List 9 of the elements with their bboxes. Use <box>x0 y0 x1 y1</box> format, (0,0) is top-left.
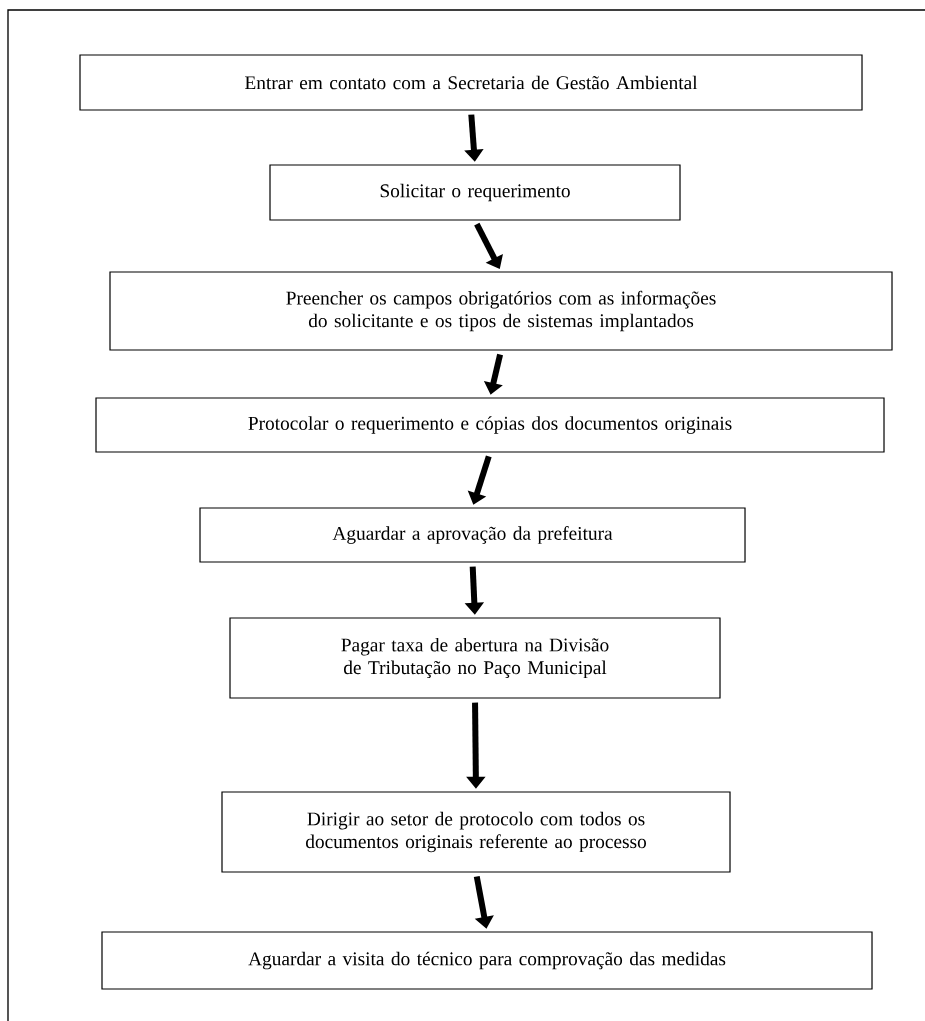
process-box: Preencher os campos obrigatórios com as informações do solicitante e os tipos de sistemas implantados <box>109 271 893 351</box>
arrow <box>474 222 503 269</box>
process-box: Entrar em contato com a Secretaria de Gestão Ambiental <box>79 54 863 111</box>
process-box: Aguardar a aprovação da prefeitura <box>199 507 746 563</box>
process-box: Dirigir ao setor de protocolo com todos os documentos originais referente ao processo <box>221 791 731 873</box>
process-box: Protocolar o requerimento e cópias dos documentos originais <box>95 397 885 453</box>
process-box: Pagar taxa de abertura na Divisão de Tributação no Paço Municipal <box>229 617 721 699</box>
process-box: Aguardar a visita do técnico para comprovação das medidas <box>101 931 873 990</box>
process-box: Solicitar o requerimento <box>269 164 681 221</box>
